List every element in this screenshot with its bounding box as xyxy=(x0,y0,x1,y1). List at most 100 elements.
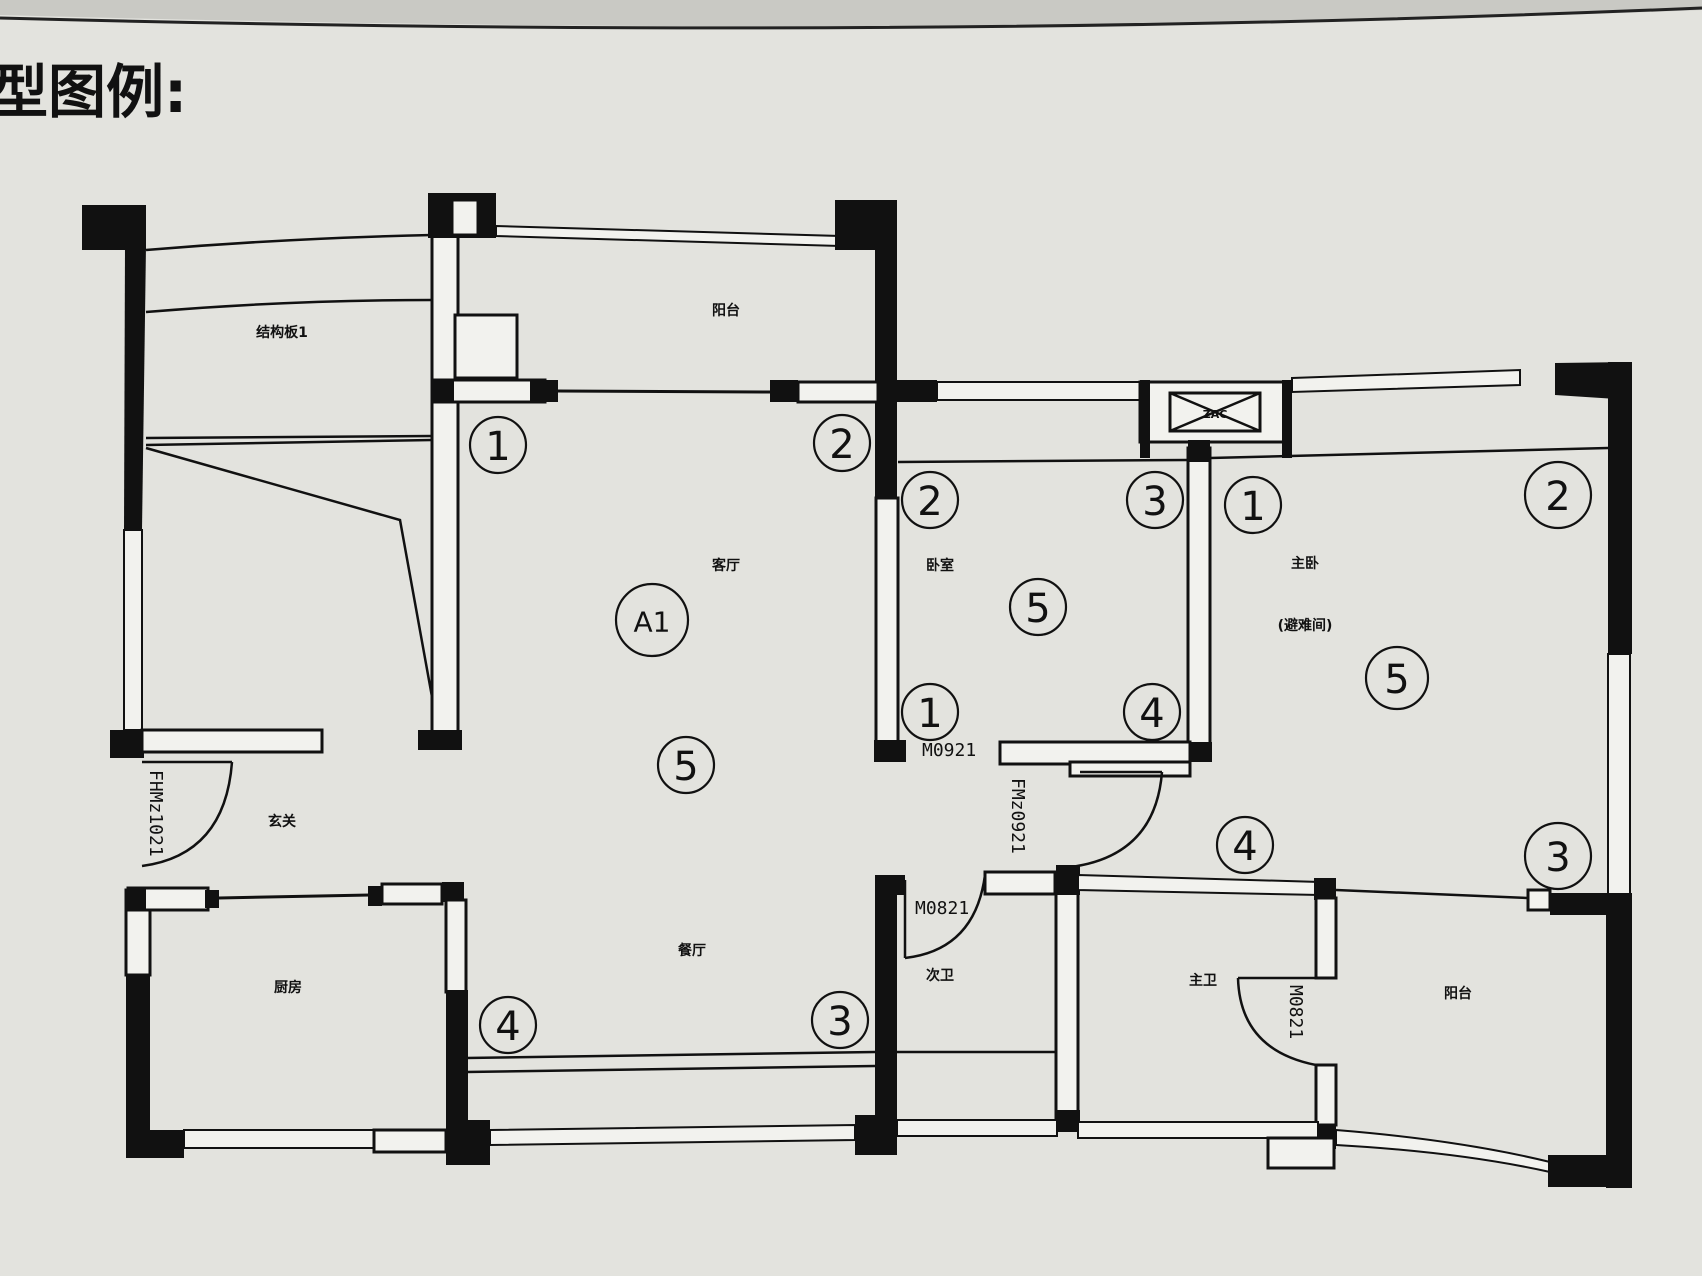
wall-bedroom-top-post xyxy=(897,380,937,402)
wall-second-bath-top xyxy=(983,870,1057,896)
room-label-dining: 餐厅 xyxy=(677,942,706,959)
balcony-bottom-top-post xyxy=(1526,888,1552,912)
svg-text:2: 2 xyxy=(829,422,854,468)
room-label-shelter: (避难间) xyxy=(1278,617,1333,634)
room-label-living: 客厅 xyxy=(711,557,740,574)
svg-text:4: 4 xyxy=(1232,824,1257,870)
dining-inner-bottom-2 xyxy=(465,1064,876,1074)
master-bath-bottom-bump xyxy=(1266,1136,1336,1170)
marker-master-5: 5 xyxy=(1364,645,1430,711)
wall-top-right-cap xyxy=(835,200,897,250)
wall-kitchen-top-post1 xyxy=(128,888,146,910)
wall-left-post xyxy=(110,730,144,758)
kitchen-bottom-wall-right xyxy=(372,1128,448,1154)
room-label-balcony-top: 阳台 xyxy=(712,302,740,319)
svg-text:2: 2 xyxy=(1545,474,1570,520)
wall-master-right-upper xyxy=(1608,362,1632,654)
wall-second-bath-right-top xyxy=(1056,865,1080,895)
paper-top-edge xyxy=(0,0,1702,27)
wall-kitchen-top-right xyxy=(380,882,444,906)
master-bath-door-label: M0821 xyxy=(1285,985,1306,1039)
sliding-door-top xyxy=(557,389,771,394)
wall-living-right-thin xyxy=(874,496,900,745)
marker-living-2: 2 xyxy=(812,413,872,473)
marker-bedroom-3: 3 xyxy=(1125,470,1185,530)
wall-top-left-inner xyxy=(450,198,480,237)
svg-text:2: 2 xyxy=(917,479,942,525)
marker-bedroom-4: 4 xyxy=(1122,682,1182,742)
marker-master-3: 3 xyxy=(1523,821,1593,891)
wall-bedroom-top xyxy=(936,381,1143,401)
room-label-master-bath: 主卫 xyxy=(1189,972,1217,989)
wall-second-bath-right xyxy=(1054,870,1080,1124)
marker-master-2: 2 xyxy=(1523,460,1593,530)
structure-board-edge-4 xyxy=(145,434,433,440)
marker-master-1: 1 xyxy=(1223,475,1283,535)
master-door-label: FMz0921 xyxy=(1007,778,1028,854)
paper-edge-line xyxy=(0,6,1702,30)
wall-left-top-cap xyxy=(82,205,146,250)
master-inner-top xyxy=(1209,446,1609,460)
structure-board-diagonal xyxy=(145,446,440,731)
dining-inner-bottom xyxy=(465,1050,876,1060)
wall-master-bath-right-low xyxy=(1314,1063,1338,1127)
master-bath-bottom-window xyxy=(1077,1121,1319,1139)
second-bath-bottom-window xyxy=(896,1119,1058,1137)
marker-dining-4: 4 xyxy=(478,995,538,1055)
master-door-arc xyxy=(1061,771,1164,870)
wall-living-top-post1 xyxy=(432,380,454,402)
room-label-structure-board: 结构板1 xyxy=(256,324,308,341)
room-label-kitchen: 厨房 xyxy=(274,979,302,996)
wall-living-left-base xyxy=(418,730,462,750)
ac-unit-label: ZAC xyxy=(1203,408,1228,421)
wall-second-bath-left-top xyxy=(875,875,905,895)
balcony-bottom-rail-top xyxy=(1335,888,1529,900)
kitchen-bottom-window xyxy=(183,1129,375,1149)
wall-master-right-window xyxy=(1607,653,1631,895)
svg-text:5: 5 xyxy=(1384,657,1409,703)
bedroom-door-label: M0921 xyxy=(922,740,976,761)
entry-door-arc xyxy=(141,761,234,868)
wall-master-bath-right xyxy=(1314,896,1338,980)
room-label-second-bath: 次卫 xyxy=(926,967,954,984)
svg-text:1: 1 xyxy=(485,424,510,470)
wall-bedroom-master-top xyxy=(1188,440,1210,462)
wall-ac-post-right xyxy=(1282,380,1292,458)
marker-bedroom-1: 1 xyxy=(900,682,960,742)
wall-kitchen-right-post xyxy=(442,882,464,902)
wall-living-top-post3 xyxy=(770,380,798,402)
marker-dining-3: 3 xyxy=(810,990,870,1050)
wall-living-top-post2 xyxy=(530,380,558,402)
wall-kitchen-top-post3 xyxy=(368,886,382,906)
svg-text:3: 3 xyxy=(1545,835,1570,881)
wall-kitchen-top-post2 xyxy=(205,890,219,908)
bedroom-inner-top xyxy=(897,458,1189,464)
structure-board-edge-top xyxy=(145,233,433,252)
balcony-shaft xyxy=(453,313,519,380)
svg-text:5: 5 xyxy=(673,744,698,790)
wall-living-left xyxy=(430,233,460,742)
room-label-entrance: 玄关 xyxy=(268,813,296,830)
room-label-bedroom: 卧室 xyxy=(926,557,954,574)
wall-kitchen-bottom-cap xyxy=(446,1120,490,1165)
wall-bedroom-bottom-step xyxy=(1068,760,1192,778)
page-heading: 型图例: xyxy=(0,58,187,126)
master-bath-door-arc xyxy=(1236,977,1317,1067)
marker-living-1: 1 xyxy=(468,415,528,475)
wall-kitchen-right-solid xyxy=(446,990,468,1130)
wall-left-lower xyxy=(126,975,150,1155)
svg-text:3: 3 xyxy=(827,999,852,1045)
wall-second-bath-left-cap xyxy=(855,1115,897,1155)
wall-kitchen-right xyxy=(444,898,468,994)
room-label-balcony-bottom: 阳台 xyxy=(1444,985,1472,1002)
wall-second-bath-right-bot xyxy=(1056,1110,1080,1132)
wall-balcony-bottom-cap xyxy=(1548,1155,1632,1187)
entry-door-label: FHMz1021 xyxy=(145,770,166,857)
svg-text:4: 4 xyxy=(1139,691,1164,737)
ac-unit-cross2 xyxy=(1169,391,1261,433)
wall-master-bath-right-top xyxy=(1314,878,1336,900)
marker-bedroom-2: 2 xyxy=(900,470,960,530)
master-top-window xyxy=(1291,368,1521,394)
svg-text:1: 1 xyxy=(1240,484,1265,530)
